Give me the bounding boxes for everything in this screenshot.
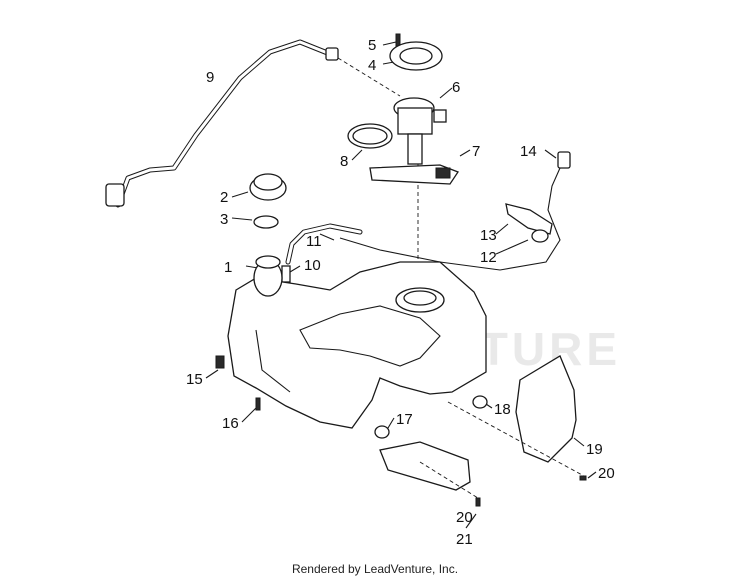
part-11-hose [285, 223, 363, 265]
part-17-grommet [374, 417, 395, 439]
part-5-screw [382, 33, 401, 47]
callout-5: 5 [368, 37, 376, 54]
callout-1: 1 [224, 259, 232, 276]
callout-9: 9 [206, 69, 214, 86]
callout-8: 8 [340, 153, 348, 170]
part-8-o-ring [347, 123, 393, 161]
part-19-heat-shield [447, 355, 585, 477]
part-16-screw [241, 397, 261, 423]
callout-12: 12 [480, 249, 497, 266]
part-15-retainer [205, 355, 225, 379]
part-3-cap-gasket [231, 215, 279, 229]
part-10-fitting [281, 265, 301, 283]
callout-17: 17 [396, 411, 413, 428]
callout-13: 13 [480, 227, 497, 244]
callout-14: 14 [520, 143, 537, 160]
part-14-wire-harness [339, 149, 571, 271]
callout-7: 7 [472, 143, 480, 160]
part-20-screw-right [579, 471, 597, 481]
callout-6: 6 [452, 79, 460, 96]
part-20-screw-bottom [475, 497, 481, 507]
callout-2: 2 [220, 189, 228, 206]
callout-11: 11 [306, 233, 322, 250]
part-18-grommet [472, 395, 493, 409]
callout-4: 4 [368, 57, 376, 74]
callout-20-right: 20 [598, 465, 615, 482]
footer-credit: Rendered by LeadVenture, Inc. [291, 562, 459, 576]
callout-16: 16 [222, 415, 239, 432]
part-21-shield [379, 441, 479, 529]
callout-10: 10 [304, 257, 321, 274]
callout-18: 18 [494, 401, 511, 418]
callout-15: 15 [186, 371, 203, 388]
part-12-clamp [495, 229, 549, 255]
part-4-mounting-plate [382, 41, 443, 71]
part-9-vent-hose [105, 39, 401, 208]
callout-20-bottom: 20 [456, 509, 473, 526]
callout-19: 19 [586, 441, 603, 458]
part-13-bracket [495, 203, 553, 235]
part-1-fuel-tank [227, 255, 487, 429]
part-7-fuel-sender [369, 149, 471, 185]
part-2-fuel-cap [231, 173, 287, 201]
callout-3: 3 [220, 211, 228, 228]
callout-21: 21 [456, 531, 473, 548]
